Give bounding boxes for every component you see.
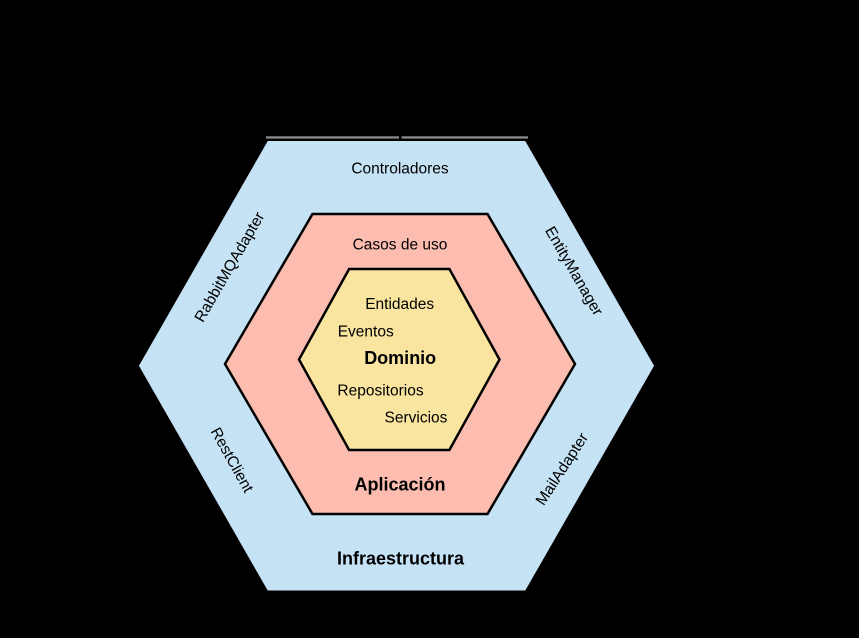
svg-text:Dominio: Dominio: [364, 348, 436, 368]
svg-text:Infraestructura: Infraestructura: [337, 549, 465, 569]
svg-text:Servicios: Servicios: [385, 410, 448, 427]
svg-text:Repositorios: Repositorios: [337, 383, 423, 400]
svg-text:Entidades: Entidades: [365, 296, 434, 313]
svg-text:Aplicación: Aplicación: [354, 475, 445, 495]
svg-text:Controladores: Controladores: [351, 161, 449, 178]
svg-text:Eventos: Eventos: [338, 324, 394, 341]
svg-text:Casos de uso: Casos de uso: [353, 237, 448, 254]
